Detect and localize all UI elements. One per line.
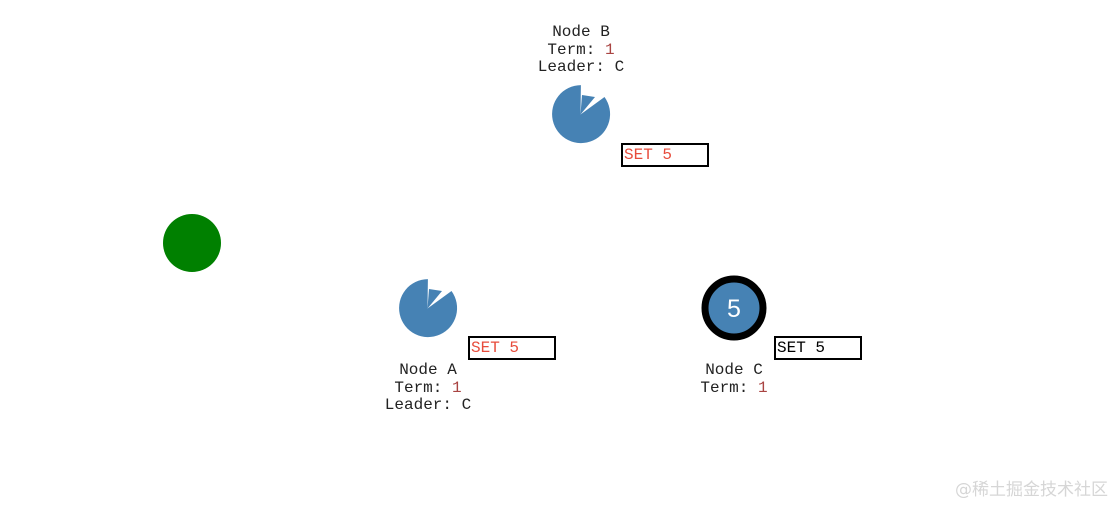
node-b-log-entry[interactable]: SET 5 (621, 143, 709, 167)
node-c-value: 5 (727, 295, 741, 323)
node-b-timer-inner (580, 95, 595, 115)
node-a-leader-label: Leader: (384, 396, 452, 414)
node-b-label: Node B Term: 1 Leader: C (530, 23, 632, 77)
client-node[interactable] (163, 214, 221, 272)
node-b-leader-line: Leader: C (530, 58, 632, 77)
node-b-term-line: Term: 1 (530, 40, 632, 60)
node-b-timer-arc (552, 85, 611, 144)
node-a-term-value: 1 (452, 378, 462, 397)
node-c-term-value: 1 (758, 378, 768, 397)
node-a-timer-arc (399, 279, 458, 338)
node-a-leader-line: Leader: C (377, 396, 479, 415)
node-a-log-entry[interactable]: SET 5 (468, 336, 556, 360)
node-a-timer-inner (427, 289, 442, 309)
node-c-name: Node C (705, 361, 763, 379)
node-a-label: Node A Term: 1 Leader: C (377, 361, 479, 415)
node-b-name: Node B (552, 23, 610, 41)
node-c-circle[interactable]: 5 (701, 275, 767, 341)
node-c-log-entry[interactable]: SET 5 (774, 336, 862, 360)
node-a-term-line: Term: 1 (377, 378, 479, 398)
node-a-circle[interactable] (399, 279, 458, 338)
node-b-term-label: Term: (547, 40, 596, 59)
node-c-label: Node C Term: 1 (690, 361, 778, 398)
node-b-circle[interactable] (552, 85, 611, 144)
node-a-term-label: Term: (394, 378, 443, 397)
node-b-term-value: 1 (605, 40, 615, 59)
node-c-term-line: Term: 1 (690, 378, 778, 398)
node-b-leader-label: Leader: (537, 58, 605, 76)
watermark: @稀土掘金技术社区 (955, 480, 1108, 500)
node-c-term-label: Term: (700, 378, 749, 397)
node-a-leader-value: C (461, 396, 472, 414)
node-c-leader-ring (701, 275, 767, 341)
node-b-leader-value: C (614, 58, 625, 76)
node-a-name: Node A (399, 361, 457, 379)
